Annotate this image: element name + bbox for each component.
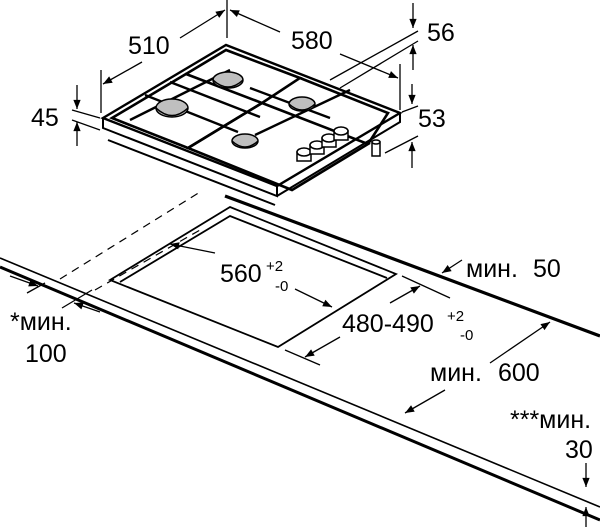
dim-480-arrow-up bbox=[389, 285, 421, 304]
cutout bbox=[107, 205, 398, 349]
dim-510-line-a bbox=[102, 61, 143, 85]
pan-support-bar-5 bbox=[254, 88, 351, 137]
burners bbox=[155, 71, 316, 149]
cutout-outer bbox=[107, 205, 398, 349]
label-depth-510: 510 bbox=[128, 32, 170, 60]
label-cutout-width: 560 bbox=[220, 260, 262, 288]
label-height-53: 53 bbox=[418, 105, 446, 133]
worktop bbox=[0, 191, 600, 522]
dim-600-arrow-down bbox=[404, 389, 446, 414]
label-cutout-width-tol-plus: +2 bbox=[266, 258, 283, 275]
dim-510-line-b bbox=[179, 9, 226, 39]
burner-rear-left bbox=[212, 71, 244, 89]
pan-support-rear-left bbox=[185, 48, 303, 105]
knob-3 bbox=[321, 133, 337, 148]
pan-support-bar-2 bbox=[169, 80, 261, 119]
burner-front-left bbox=[155, 98, 189, 118]
dim-580-line-b bbox=[339, 53, 399, 79]
burner-front-right bbox=[231, 133, 259, 149]
pan-support-rear-right bbox=[299, 76, 390, 145]
dim-580-line-a bbox=[229, 9, 281, 33]
dim-600-arrow-up bbox=[489, 321, 551, 364]
hob-front-side bbox=[102, 118, 278, 198]
dim-100-arrow-a bbox=[9, 275, 39, 287]
worktop-rear-edge bbox=[224, 194, 600, 338]
gas-hob bbox=[100, 43, 403, 206]
dim-480-arrow-down bbox=[304, 336, 341, 358]
label-rear-clearance-value: 50 bbox=[533, 255, 561, 283]
knob-1 bbox=[296, 147, 312, 162]
cutout-inner-rear bbox=[119, 214, 388, 283]
hob-right-side bbox=[276, 113, 401, 197]
dim-50-arrow bbox=[441, 259, 463, 274]
label-cutout-depth: 480-490 bbox=[342, 310, 434, 338]
label-worktop-clearance-value: 30 bbox=[565, 436, 593, 464]
label-front-clearance-prefix: мин. bbox=[430, 359, 482, 387]
gas-connector bbox=[371, 139, 381, 157]
knob-4 bbox=[333, 126, 349, 141]
label-height-45: 45 bbox=[31, 104, 59, 132]
wall-reference-dashed-2 bbox=[94, 229, 201, 291]
label-front-clearance-value: 600 bbox=[498, 359, 540, 387]
label-side-clearance-value: 100 bbox=[25, 340, 67, 368]
label-side-clearance-prefix: *мин. bbox=[10, 308, 72, 336]
label-width-580: 580 bbox=[291, 27, 333, 55]
dimension-labels: 510 580 45 56 53 560 +2 -0 480-490 +2 -0… bbox=[10, 19, 593, 464]
dim-100-arrow-b bbox=[73, 302, 101, 313]
label-worktop-clearance-prefix: ***мин. bbox=[510, 406, 591, 434]
control-knobs bbox=[296, 126, 381, 162]
hob-base-line bbox=[107, 139, 276, 206]
label-cutout-depth-tol-plus: +2 bbox=[447, 308, 464, 325]
label-rear-clearance-prefix: мин. bbox=[466, 255, 518, 283]
label-offset-56: 56 bbox=[427, 19, 455, 47]
label-cutout-width-tol-minus: -0 bbox=[275, 278, 288, 295]
dimension-lines bbox=[9, 0, 590, 527]
worktop-front-edge-bottom bbox=[0, 265, 600, 522]
dim-560-arrow-left bbox=[169, 242, 216, 254]
label-cutout-depth-tol-minus: -0 bbox=[460, 327, 473, 344]
dim-560-arrow-right bbox=[294, 288, 333, 308]
burner-rear-right bbox=[288, 96, 316, 112]
worktop-front-edge-top bbox=[0, 257, 600, 508]
wall-reference-dashed bbox=[59, 191, 201, 280]
